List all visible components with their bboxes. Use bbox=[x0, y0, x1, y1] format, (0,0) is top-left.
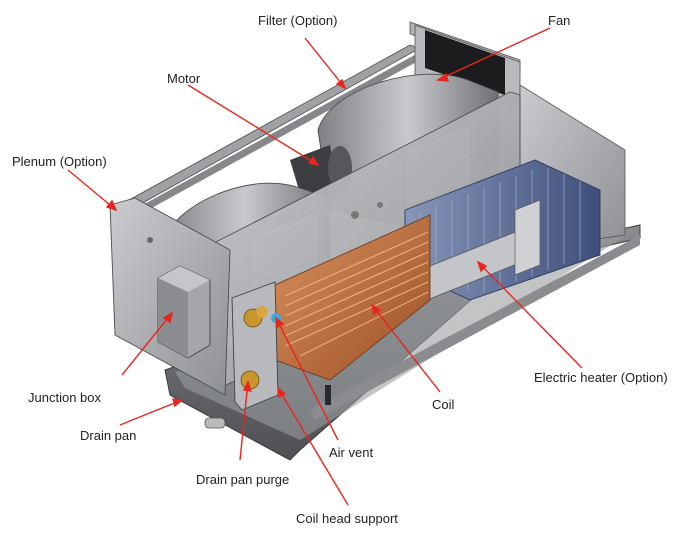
coil-label: Coil bbox=[432, 397, 455, 412]
air-vent-leader bbox=[275, 317, 339, 441]
motor-leader bbox=[187, 84, 319, 166]
electric-heater-leader bbox=[477, 261, 583, 369]
coil-shape bbox=[274, 214, 431, 381]
right-frame-shape bbox=[310, 235, 640, 420]
electric-heater-label: Electric heater (Option) bbox=[534, 370, 668, 385]
drain-pan-leader bbox=[119, 399, 183, 426]
coil-head-support-leader bbox=[277, 387, 349, 506]
fan-label: Fan bbox=[548, 13, 571, 28]
junction-box-leader bbox=[121, 312, 173, 376]
coil-head-support-label: Coil head support bbox=[296, 511, 398, 526]
coil-head-support-shape bbox=[231, 281, 281, 411]
leader-lines bbox=[67, 27, 583, 506]
drain-pan-purge-label: Drain pan purge bbox=[196, 472, 290, 487]
electric-heater-shape bbox=[399, 159, 601, 309]
motor-label: Motor bbox=[167, 71, 201, 86]
fan-leader bbox=[437, 27, 551, 81]
plenum-label: Plenum (Option) bbox=[12, 154, 107, 169]
drain-pan-purge-leader bbox=[239, 381, 249, 461]
plenum-leader bbox=[67, 169, 117, 211]
drain-pan-label: Drain pan bbox=[80, 428, 137, 443]
air-vent-label: Air vent bbox=[329, 445, 374, 460]
junction-box-label: Junction box bbox=[28, 390, 101, 405]
filter-label: Filter (Option) bbox=[258, 13, 338, 28]
filter-leader bbox=[304, 37, 346, 89]
junction-box-shape bbox=[157, 265, 211, 359]
coil-leader bbox=[371, 304, 441, 393]
